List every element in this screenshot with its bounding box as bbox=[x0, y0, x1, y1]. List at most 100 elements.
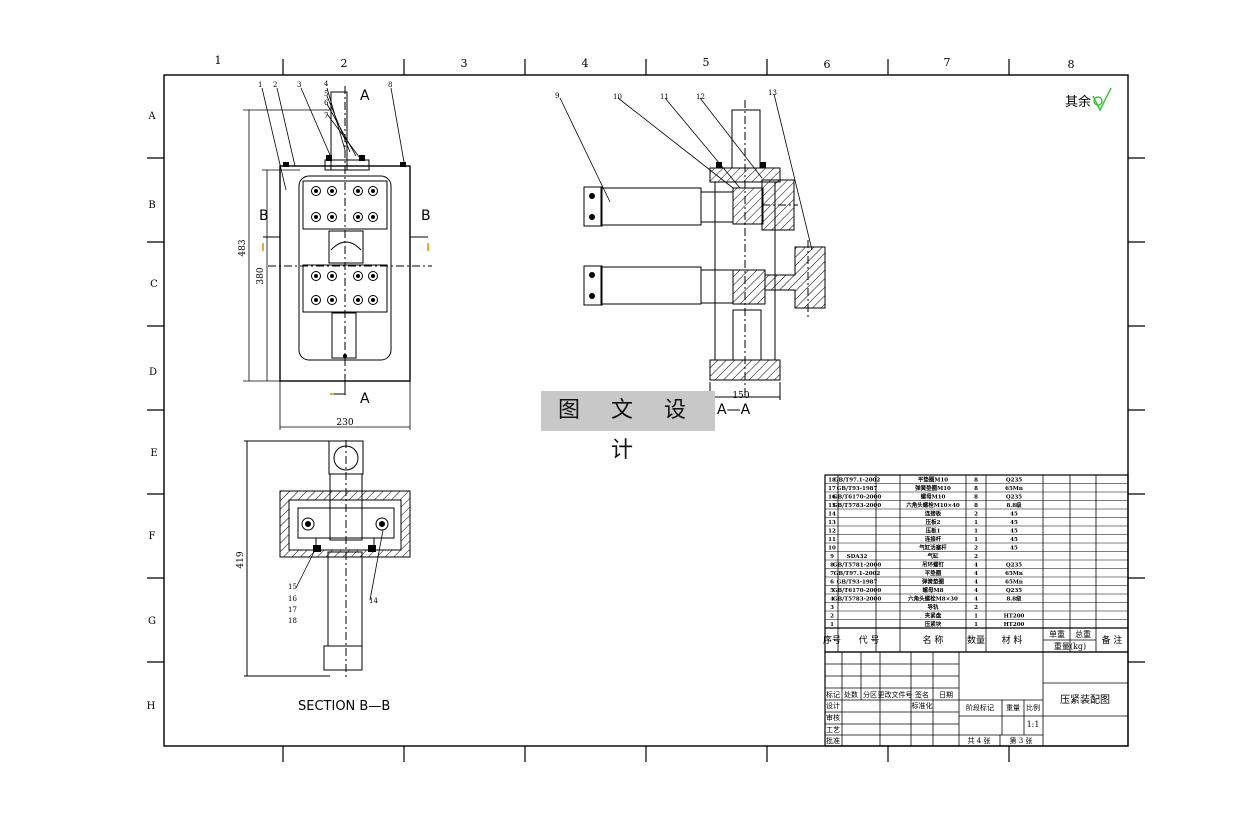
front-callout-leaders bbox=[261, 87, 405, 191]
callout-7: 7 bbox=[324, 112, 328, 120]
bom-cell-material: 8.8级 bbox=[1006, 595, 1022, 603]
bom-cell-qty: 1 bbox=[974, 614, 978, 620]
bom-header-material: 材 料 bbox=[1002, 634, 1023, 646]
front-view-bolts bbox=[311, 186, 378, 305]
bom-cell-name: 气缸 bbox=[926, 552, 939, 560]
callout-3: 3 bbox=[297, 81, 301, 89]
tb-check: 审核 bbox=[826, 713, 840, 722]
bom-cell-name: 弹簧垫圈M10 bbox=[915, 484, 951, 492]
callout-1: 1 bbox=[258, 81, 262, 89]
bom-cell-material: 45 bbox=[1010, 537, 1018, 543]
dim-front-width: 230 bbox=[336, 418, 353, 428]
section-mark-b-left: B bbox=[259, 208, 269, 224]
bom-cell-qty: 4 bbox=[974, 563, 978, 569]
section-mark-a-top: A bbox=[360, 88, 370, 104]
bom-cell-no: 18 bbox=[828, 478, 836, 484]
tb-count: 处数 bbox=[844, 690, 858, 699]
grid-col-label: 7 bbox=[944, 56, 951, 69]
section-aa-bolts bbox=[589, 162, 766, 299]
bom-cell-qty: 2 bbox=[974, 546, 978, 552]
bom-cell-name: 气缸活塞杆 bbox=[918, 544, 947, 552]
bom-cell-no: 1 bbox=[830, 622, 834, 628]
bom-header-weight-unit: 重量(kg) bbox=[1054, 641, 1086, 651]
bom-header-total-weight: 总重 bbox=[1075, 629, 1091, 639]
callout-4: 4 bbox=[324, 80, 329, 88]
bom-cell-material: Q235 bbox=[1006, 495, 1022, 501]
tb-mark: 标记 bbox=[826, 690, 840, 699]
bom-cell-name: 导轨 bbox=[927, 603, 939, 611]
bom-cell-material: Q235 bbox=[1006, 588, 1022, 594]
bom-header-no: 序号 bbox=[823, 634, 841, 646]
grid-row-label: F bbox=[149, 531, 156, 542]
dim-front-height: 483 bbox=[238, 239, 248, 256]
bom-cell-material: 45 bbox=[1010, 529, 1018, 535]
tb-change-doc: 更改文件号 bbox=[878, 690, 913, 699]
front-view bbox=[263, 86, 432, 395]
dim-bb: 419 bbox=[236, 551, 246, 568]
bom-cell-qty: 2 bbox=[974, 605, 978, 611]
bom-cell-qty: 4 bbox=[974, 597, 978, 603]
bom-cell-material: Q235 bbox=[1006, 563, 1022, 569]
bom-cell-qty: 1 bbox=[974, 520, 978, 526]
bom-cell-no: 12 bbox=[828, 529, 836, 535]
bom-cell-material: 45 bbox=[1010, 546, 1018, 552]
grid-row-label: B bbox=[148, 200, 155, 211]
grid-row-label: A bbox=[147, 111, 156, 122]
section-mark-b-right: B bbox=[421, 208, 431, 224]
bom-cell-no: 10 bbox=[828, 546, 836, 552]
bom-cell-code: GB/T5783-2000 bbox=[833, 597, 882, 603]
grid-col-label: 4 bbox=[582, 57, 589, 70]
row-ticks bbox=[147, 157, 1145, 663]
bom-cell-name: 螺母M10 bbox=[921, 493, 946, 501]
bom-cell-code: GB/T93-1987 bbox=[837, 486, 878, 492]
bom-cell-no: 15 bbox=[828, 503, 836, 509]
bom-header-remark: 备 注 bbox=[1102, 634, 1123, 646]
tb-stage-label: 阶段标记 bbox=[966, 703, 994, 712]
bom-cell-name: 六角头螺栓M10×40 bbox=[906, 501, 960, 509]
tb-standardize: 标准化 bbox=[912, 701, 933, 710]
bom-cell-qty: 4 bbox=[974, 580, 978, 586]
bom-cell-material: 8.8级 bbox=[1006, 501, 1022, 509]
grid-col-label: 6 bbox=[824, 58, 831, 71]
section-aa-view bbox=[583, 100, 826, 400]
callout-12: 12 bbox=[696, 93, 705, 101]
bom-cell-name: 压板2 bbox=[926, 518, 941, 526]
bom-cell-material: 45 bbox=[1010, 520, 1018, 526]
tb-scale-label: 比例 bbox=[1026, 703, 1040, 712]
grid-row-label: E bbox=[150, 448, 157, 459]
bom-header-unit-weight: 单重 bbox=[1049, 629, 1065, 639]
callout-11: 11 bbox=[660, 93, 669, 101]
bom-cell-name: 平垫圈M10 bbox=[918, 476, 948, 484]
bom-cell-code: GB/T6170-2000 bbox=[833, 588, 882, 594]
bom-cell-code: GB/T5781-2000 bbox=[833, 563, 882, 569]
bom-cell-material: HT200 bbox=[1004, 622, 1025, 628]
bom-cell-no: 16 bbox=[828, 495, 836, 501]
bom-cell-no: 9 bbox=[830, 554, 834, 560]
surface-mark-label: 其余 bbox=[1065, 94, 1091, 110]
column-ticks bbox=[282, 59, 1010, 762]
callout-14: 14 bbox=[369, 597, 378, 605]
bom-header-qty: 数量 bbox=[967, 634, 985, 646]
section-bb-label: SECTION B—B bbox=[298, 699, 390, 714]
title-block-grid bbox=[824, 651, 1129, 747]
grid-row-label: C bbox=[150, 279, 158, 290]
dim-aa: 150 bbox=[732, 391, 749, 401]
bom-header-name: 名 称 bbox=[923, 634, 944, 646]
bom-cell-no: 5 bbox=[830, 588, 834, 594]
tb-scale-value: 1:1 bbox=[1027, 720, 1040, 729]
tb-approve: 批准 bbox=[826, 736, 840, 745]
tb-design: 设计 bbox=[826, 701, 840, 710]
callout-13: 13 bbox=[768, 89, 777, 97]
bom-cell-qty: 1 bbox=[974, 537, 978, 543]
tb-date: 日期 bbox=[939, 691, 953, 699]
grid-row-label: D bbox=[149, 367, 157, 378]
bom-cell-qty: 8 bbox=[974, 495, 978, 501]
front-view-dimensions bbox=[243, 109, 411, 430]
bom-cell-qty: 2 bbox=[974, 512, 978, 518]
bom-cell-material: 65Mn bbox=[1005, 580, 1023, 586]
bom-cell-no: 3 bbox=[830, 605, 834, 611]
bom-cell-name: 连接板 bbox=[925, 510, 942, 518]
bom-cell-code: GB/T5783-2000 bbox=[833, 503, 882, 509]
bom-cell-code: GB/T93-1987 bbox=[837, 580, 878, 586]
